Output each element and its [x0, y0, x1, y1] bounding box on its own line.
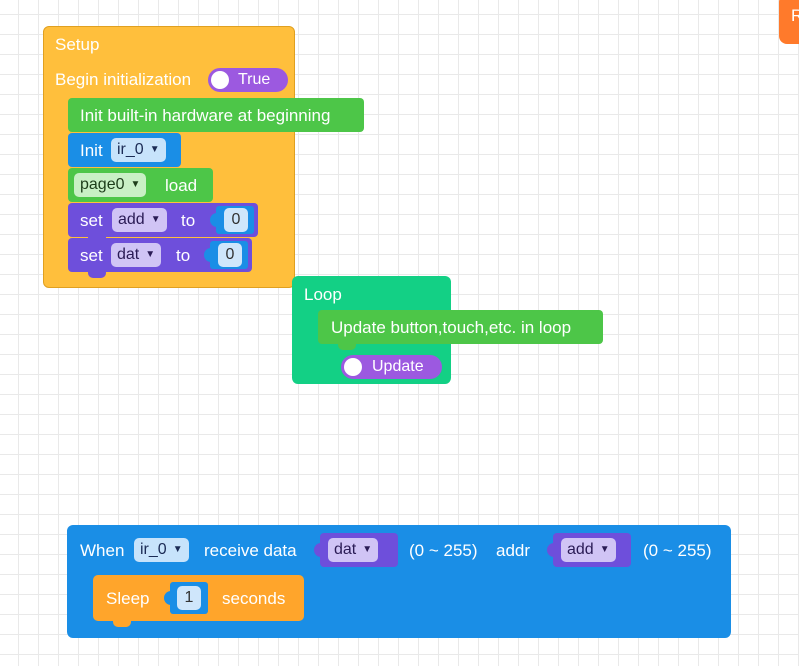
page-dropdown[interactable]: page0 ▼ [74, 173, 147, 197]
page-load-label: load [165, 176, 198, 195]
event-device-value: ir_0 [140, 541, 167, 558]
init-device-dropdown[interactable]: ir_0 ▼ [111, 138, 166, 162]
block-notch [338, 344, 356, 350]
addr-variable-block[interactable]: add ▼ [553, 533, 631, 567]
setup-title: Setup [55, 35, 100, 54]
data-range-label: (0 ~ 255) [409, 541, 478, 560]
to-label: to [176, 246, 191, 265]
set-add-block[interactable]: set add ▼ to 0 [68, 203, 258, 243]
chevron-down-icon: ▼ [145, 249, 156, 260]
sleep-value: 1 [184, 589, 194, 606]
toggle-label: True [238, 71, 271, 88]
set-dat-block[interactable]: set dat ▼ to 0 [68, 238, 252, 278]
page-value: page0 [80, 176, 125, 193]
block-notch [113, 621, 131, 627]
addr-label: addr [496, 541, 531, 560]
set-dat-variable: dat [117, 246, 140, 263]
set-dat-value-field[interactable]: 0 [218, 243, 242, 267]
loop-update-toggle[interactable]: Update [341, 355, 442, 379]
begin-initialization-toggle[interactable]: True [208, 68, 288, 92]
init-device-value: ir_0 [117, 141, 144, 158]
set-label: set [80, 246, 103, 265]
when-label: When [80, 541, 125, 560]
init-hardware-block[interactable]: Init built-in hardware at beginning [68, 98, 364, 132]
init-label: Init [80, 141, 103, 160]
addr-variable-value: add [567, 541, 594, 558]
chevron-down-icon: ▼ [599, 544, 610, 555]
set-add-value-field[interactable]: 0 [224, 208, 248, 232]
begin-initialization-label: Begin initialization [55, 70, 192, 89]
data-variable-value: dat [334, 541, 357, 558]
to-label: to [181, 211, 196, 230]
puzzle-connector-icon [204, 248, 211, 262]
chevron-down-icon: ▼ [172, 544, 183, 555]
seconds-label: seconds [222, 589, 286, 608]
number-block[interactable]: 0 [216, 206, 254, 234]
number-block[interactable]: 0 [210, 241, 248, 269]
block-notch [88, 272, 106, 278]
sleep-number-block[interactable]: 1 [170, 582, 208, 614]
addr-variable-dropdown[interactable]: add ▼ [561, 538, 616, 562]
puzzle-connector-icon [210, 213, 217, 227]
chevron-down-icon: ▼ [130, 179, 141, 190]
chevron-down-icon: ▼ [150, 214, 161, 225]
page-load-block[interactable]: page0 ▼ load [68, 168, 213, 202]
corner-button-label: R [791, 6, 799, 25]
chevron-down-icon: ▼ [362, 544, 373, 555]
data-variable-dropdown[interactable]: dat ▼ [328, 538, 379, 562]
corner-button[interactable]: R [779, 0, 799, 44]
set-add-variable: add [118, 211, 145, 228]
receive-data-label: receive data [204, 541, 297, 560]
init-device-block[interactable]: Init ir_0 ▼ [68, 133, 181, 167]
update-button-block[interactable]: Update button,touch,etc. in loop [318, 310, 603, 350]
sleep-value-field[interactable]: 1 [177, 586, 201, 610]
set-add-variable-dropdown[interactable]: add ▼ [112, 208, 167, 232]
set-dat-variable-dropdown[interactable]: dat ▼ [111, 243, 162, 267]
update-button-label: Update button,touch,etc. in loop [331, 318, 572, 337]
set-dat-value: 0 [225, 246, 235, 263]
event-device-dropdown[interactable]: ir_0 ▼ [134, 538, 189, 562]
puzzle-connector-icon [547, 543, 554, 557]
toggle-knob [344, 358, 362, 376]
loop-title: Loop [304, 285, 342, 304]
chevron-down-icon: ▼ [149, 144, 160, 155]
loop-update-label: Update [372, 358, 424, 375]
init-hardware-label: Init built-in hardware at beginning [80, 106, 331, 125]
set-label: set [80, 211, 103, 230]
sleep-label: Sleep [106, 589, 150, 608]
puzzle-connector-icon [164, 591, 171, 605]
sleep-block[interactable]: Sleep 1 seconds [93, 575, 304, 627]
toggle-knob [211, 71, 229, 89]
puzzle-connector-icon [314, 543, 321, 557]
addr-range-label: (0 ~ 255) [643, 541, 712, 560]
data-variable-block[interactable]: dat ▼ [320, 533, 398, 567]
set-add-value: 0 [231, 211, 241, 228]
